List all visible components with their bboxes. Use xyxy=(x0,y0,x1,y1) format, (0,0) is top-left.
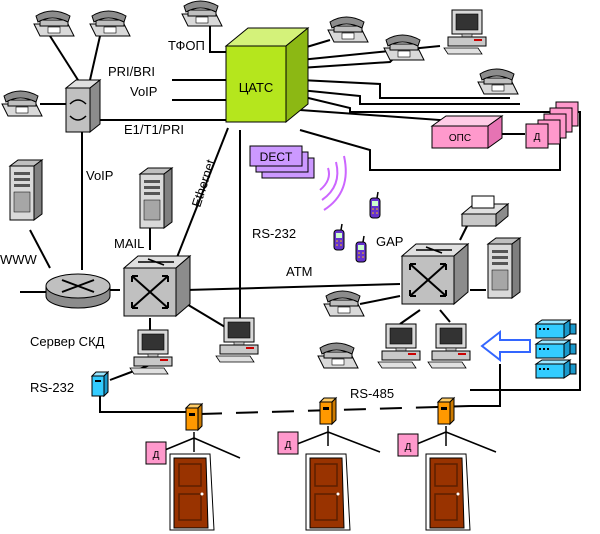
printer-icon xyxy=(460,195,510,228)
mobile-handsets xyxy=(333,191,381,263)
phone-left xyxy=(1,90,43,117)
voip-gateway xyxy=(64,78,102,134)
phone-atm xyxy=(323,290,365,317)
pc-server-skd xyxy=(129,329,173,375)
sensor-3-label: Д xyxy=(405,442,412,453)
label-server-skd: Сервер СКД xyxy=(30,334,105,349)
label-voip-left: VoIP xyxy=(86,168,113,183)
server-right xyxy=(487,237,521,299)
ops-label: ОПС xyxy=(449,133,471,144)
ops-unit: ОПС xyxy=(430,115,504,149)
phone-top-pstn xyxy=(181,0,223,27)
label-pstn: ТФОП xyxy=(168,38,205,53)
dect-label: DECT xyxy=(260,150,293,164)
label-voip-top: VoIP xyxy=(130,84,157,99)
dect-base: DECT xyxy=(249,145,315,179)
switch-left xyxy=(123,255,191,317)
camera-3 xyxy=(535,359,577,379)
label-atm: ATM xyxy=(286,264,312,279)
label-ethernet: Ethernet xyxy=(189,157,219,209)
camera-2 xyxy=(535,339,577,359)
sensor-3: Д xyxy=(397,433,419,457)
pbx-unit: ЦАТС xyxy=(224,26,310,124)
pbx-label: ЦАТС xyxy=(239,80,274,95)
label-mail: MAIL xyxy=(114,236,144,251)
connection-lines xyxy=(20,20,581,459)
sensor-stack-label: Д xyxy=(534,132,541,143)
router-icon xyxy=(45,273,111,309)
sensor-1-label: Д xyxy=(153,450,160,461)
pc-top-right xyxy=(443,9,487,55)
controller-2 xyxy=(319,397,337,425)
sensor-2: Д xyxy=(277,431,299,455)
door-2 xyxy=(305,453,351,531)
label-rs232-bottom: RS-232 xyxy=(30,380,74,395)
door-3 xyxy=(425,453,471,531)
phone-right xyxy=(477,68,519,95)
label-rs232-top: RS-232 xyxy=(252,226,296,241)
label-pri-bri: PRI/BRI xyxy=(108,64,155,79)
phone-top-right-1 xyxy=(327,16,369,43)
rs232-converter xyxy=(90,370,110,398)
label-e1: E1/T1/PRI xyxy=(124,122,184,137)
radio-waves-icon xyxy=(319,155,347,211)
sensor-2-label: Д xyxy=(285,440,292,451)
label-www: WWW xyxy=(0,252,38,267)
gap-label: GAP xyxy=(376,234,403,249)
label-rs485: RS-485 xyxy=(350,386,394,401)
phone-top-left-1 xyxy=(33,10,75,37)
pc-right-1 xyxy=(377,323,421,369)
phone-top-right-2 xyxy=(383,34,425,61)
sensor-stack: Д xyxy=(525,101,579,149)
sensor-1: Д xyxy=(145,441,167,465)
server-mail xyxy=(139,167,173,229)
phone-top-left-2 xyxy=(89,10,131,37)
switch-right xyxy=(401,243,469,305)
video-arrow-icon xyxy=(480,329,531,363)
camera-1 xyxy=(535,319,577,339)
controller-1 xyxy=(185,403,203,431)
server-www xyxy=(9,159,43,221)
phone-bottom-right xyxy=(317,342,359,369)
controller-3 xyxy=(437,397,455,425)
door-1 xyxy=(169,453,215,531)
pc-right-2 xyxy=(427,323,471,369)
